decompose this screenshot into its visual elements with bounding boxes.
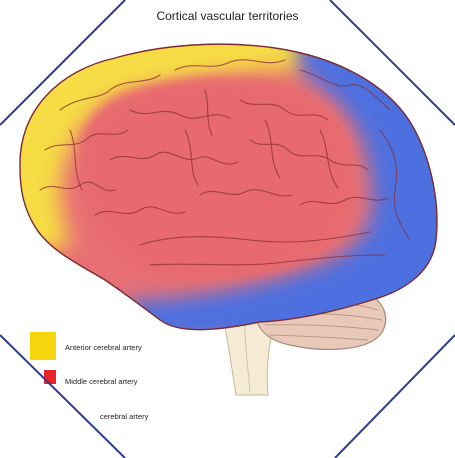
legend-label-anterior: Anterior cerebral artery xyxy=(65,343,142,352)
legend-swatch-anterior xyxy=(30,332,56,360)
legend-label-middle: Middle cerebral artery xyxy=(65,377,138,386)
legend-label-posterior: cerebral artery xyxy=(100,412,148,421)
legend-swatch-middle xyxy=(44,370,56,384)
figure-title: Cortical vascular territories xyxy=(0,9,455,23)
middle-territory xyxy=(80,77,354,279)
cerebrum xyxy=(0,20,455,340)
